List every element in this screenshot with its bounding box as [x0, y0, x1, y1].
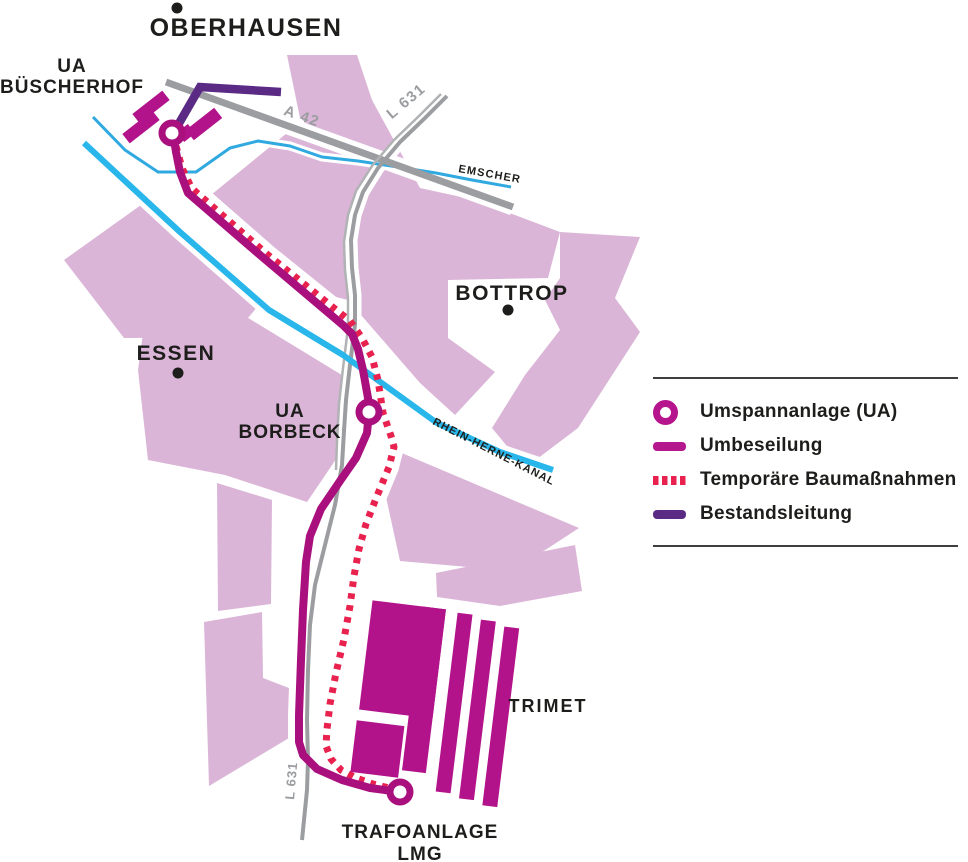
trimet-building: [350, 720, 405, 778]
ua-marker-borbeck: [355, 398, 383, 426]
label-ua-buescherhof-line1: UA: [57, 56, 86, 77]
label-ua-borbeck-line1: UA: [275, 401, 304, 422]
trimet-building: [459, 619, 496, 801]
label-road-l631-south: L 631: [282, 761, 300, 800]
canal-rhein-herne: [81, 140, 554, 473]
label-oberhausen: OBERHAUSEN: [150, 14, 343, 42]
legend-items: Umspannanlage (UA) Umbeseilung Temporäre…: [653, 379, 958, 545]
legend-item-umspannanlage: Umspannanlage (UA): [653, 395, 958, 429]
label-ua-borbeck-line2: BORBECK: [238, 422, 341, 443]
legend-item-temporaere-baumassnahmen: Temporäre Baumaßnahmen: [653, 463, 958, 497]
legend-bottom-rule: [653, 545, 958, 547]
trimet-buildings: [350, 600, 520, 808]
urban-area-polygon: [492, 232, 640, 468]
ua-marker-buescherhof: [158, 119, 186, 147]
label-trafoanlage-line1: TRAFOANLAGE: [342, 822, 499, 843]
substation-buildings-buescherhof: [122, 90, 223, 144]
trimet-building: [482, 626, 520, 808]
road-l631-parallel-track: [334, 93, 442, 471]
umspannanlage-ring-icon: [653, 399, 678, 425]
urban-area-polygon: [204, 612, 289, 786]
label-trimet: TRIMET: [509, 696, 588, 716]
urban-area-polygon: [386, 451, 579, 571]
river-emscher: [91, 115, 512, 189]
substation-building: [132, 90, 170, 124]
legend: Umspannanlage (UA) Umbeseilung Temporäre…: [653, 377, 958, 547]
line-casing-temporaere: [166, 143, 404, 798]
label-essen: ESSEN: [137, 342, 216, 365]
temporaere-dotted-line-icon: [653, 475, 687, 485]
city-dot-bottrop: [502, 304, 514, 316]
legend-label: Bestandsleitung: [700, 503, 853, 524]
legend-label: Umbeseilung: [700, 435, 823, 456]
legend-item-bestandsleitung: Bestandsleitung: [653, 497, 958, 531]
city-dot-essen: [172, 367, 184, 379]
line-bestandsleitung: [170, 82, 282, 135]
trimet-building: [402, 606, 446, 774]
label-ua-buescherhof-line2: BÜSCHERHOF: [0, 77, 144, 98]
legend-top-rule: [653, 377, 958, 379]
label-bottrop: BOTTROP: [455, 282, 568, 305]
city-dot-oberhausen: [171, 2, 183, 14]
legend-label: Umspannanlage (UA): [700, 401, 898, 422]
substation-building: [185, 107, 223, 141]
ua-marker-trafoanlage: [386, 778, 414, 806]
line-umbeseilung: [169, 132, 393, 795]
label-trafoanlage-line2: LMG: [397, 844, 442, 862]
urban-area-polygon: [138, 313, 350, 502]
urban-area-polygon: [217, 483, 272, 611]
legend-item-umbeseilung: Umbeseilung: [653, 429, 958, 463]
road-a42: [164, 78, 515, 211]
umbeseilung-line-icon: [653, 441, 686, 451]
road-l631: [300, 94, 449, 841]
trimet-building: [435, 612, 473, 794]
legend-label: Temporäre Baumaßnahmen: [700, 469, 957, 490]
urban-area-polygon: [436, 545, 582, 606]
urban-area-polygon: [64, 200, 258, 338]
substation-building: [122, 110, 160, 144]
bestandsleitung-line-icon: [653, 509, 686, 519]
